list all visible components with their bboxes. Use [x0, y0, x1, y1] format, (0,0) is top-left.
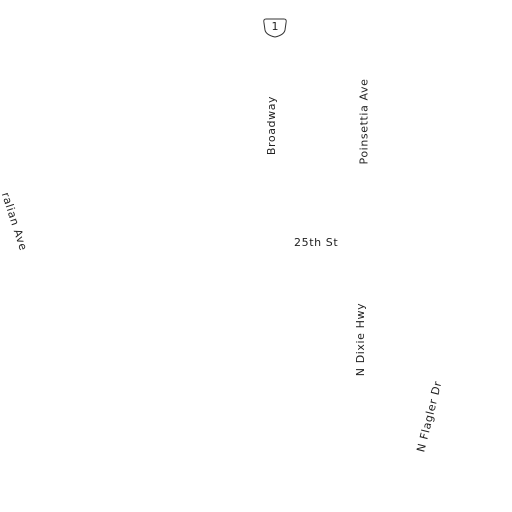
street-label-broadway: Broadway — [265, 95, 279, 156]
route-number: 1 — [271, 20, 279, 33]
street-label-n-dixie-hwy: N Dixie Hwy — [354, 302, 368, 377]
street-label-n-flagler-dr: N Flagler Dr — [414, 379, 445, 454]
street-label-25th-st: 25th St — [294, 236, 339, 249]
street-label-poinsettia-ave: Poinsettia Ave — [357, 78, 371, 165]
street-label-australian-ave: ralian Ave — [0, 190, 30, 253]
us-route-shield-icon: 1 — [262, 18, 288, 38]
